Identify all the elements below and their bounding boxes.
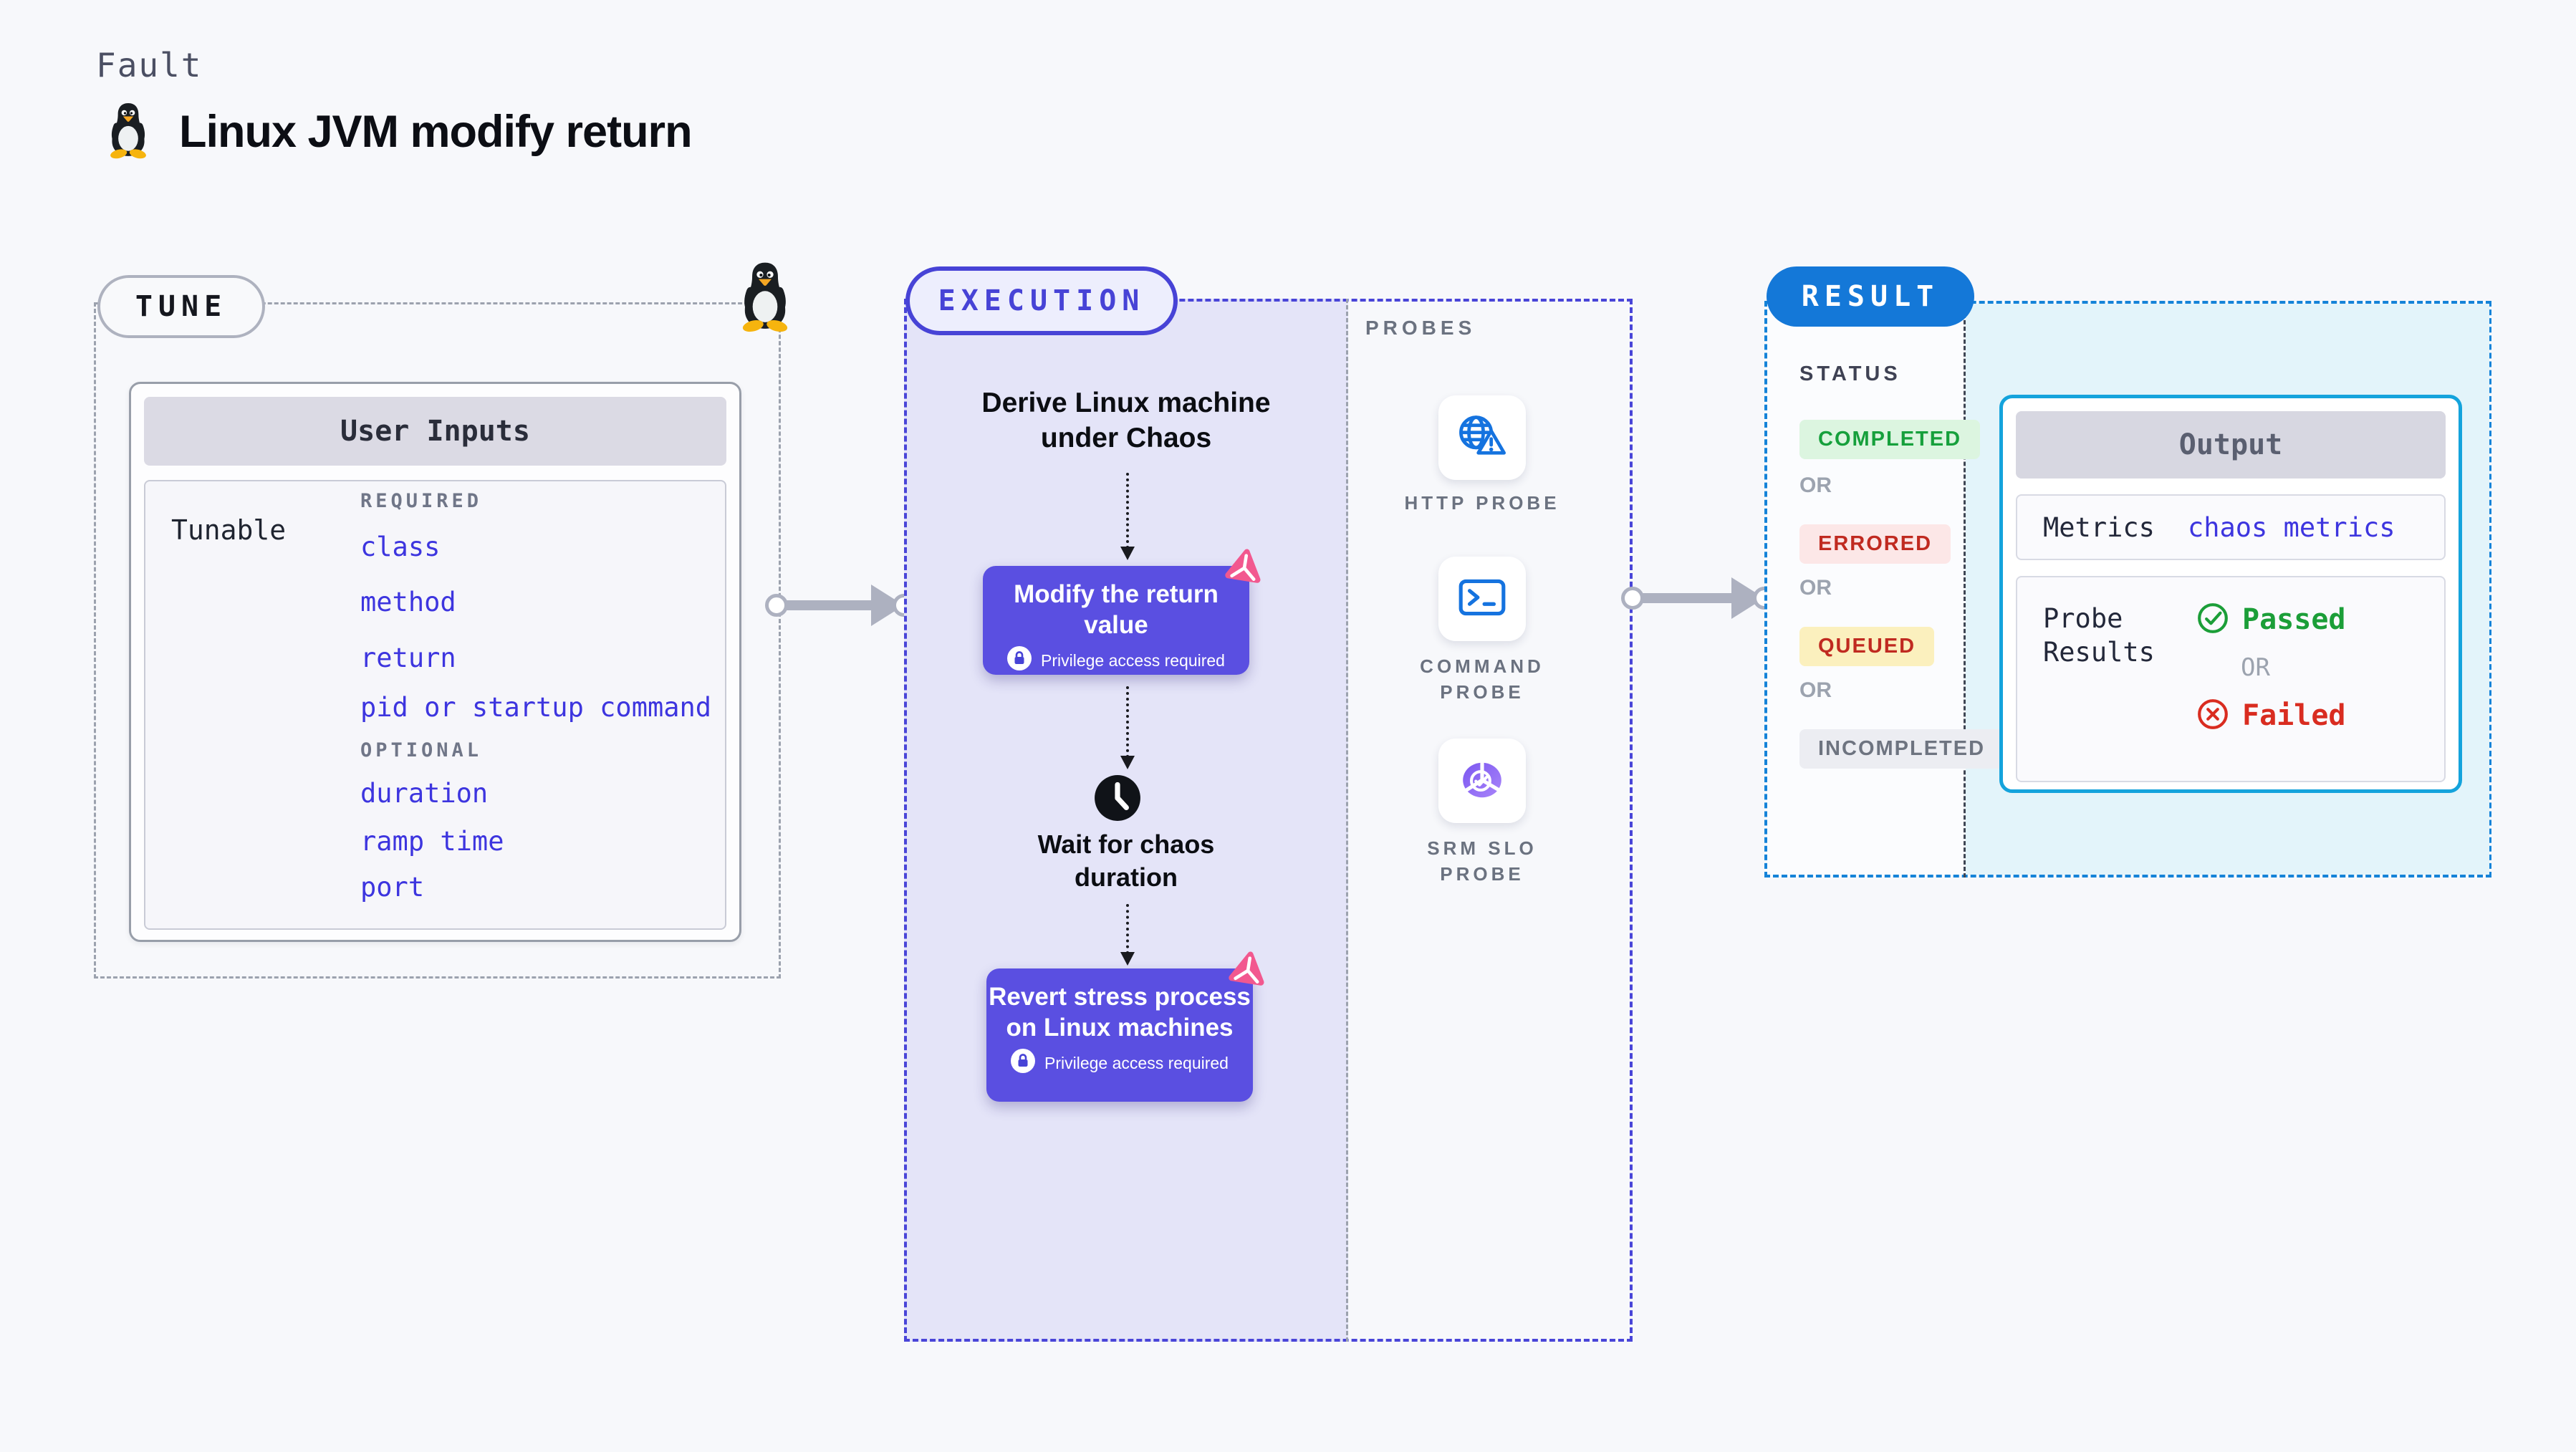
input-link-class[interactable]: class <box>360 532 441 562</box>
status-badge-completed: COMPLETED <box>1799 420 1981 459</box>
fault-node-title: Modify the return value <box>1014 580 1219 639</box>
privilege-text: Privilege access required <box>1041 650 1225 670</box>
chaos-metrics-link[interactable]: chaos metrics <box>2187 511 2395 543</box>
failed-row: Failed <box>2196 698 2346 734</box>
execution-entry-text: Derive Linux machine under Chaos <box>981 388 1271 453</box>
status-badge-queued: QUEUED <box>1799 627 1935 666</box>
execution-probes-divider <box>1346 299 1348 1342</box>
clock-icon <box>1093 774 1142 822</box>
output-header: Output <box>2016 411 2446 479</box>
input-link-method[interactable]: method <box>360 587 456 617</box>
input-link-pid-or-startup-command[interactable]: pid or startup command <box>360 692 712 723</box>
result-pill: RESULT <box>1767 266 1974 327</box>
tunable-box: Tunable REQUIRED class method return pid… <box>144 480 726 930</box>
input-link-ramp-time[interactable]: ramp time <box>360 826 504 857</box>
output-card: Output Metrics chaos metrics Probe Resul… <box>1999 395 2462 793</box>
chaos-pinwheel-icon <box>1218 542 1272 594</box>
command-probe-label: COMMAND PROBE <box>1420 655 1544 703</box>
execution-pill: EXECUTION <box>905 266 1178 335</box>
execution-panel-background <box>904 299 1348 1342</box>
input-link-return[interactable]: return <box>360 643 456 673</box>
fault-node-modify-return: Modify the return value Privilege access… <box>983 549 1261 675</box>
command-probe-card[interactable] <box>1438 557 1526 641</box>
status-heading: STATUS <box>1799 362 1901 385</box>
or-label: OR <box>1799 576 1832 600</box>
x-circle-icon <box>2196 698 2229 734</box>
probe-results-label: Probe Results <box>2043 603 2155 668</box>
tune-section-boundary <box>94 302 781 979</box>
tunable-row-label: Tunable <box>171 514 287 546</box>
result-status-divider <box>1964 301 1966 878</box>
tune-pill: TUNE <box>97 275 265 338</box>
status-badge-incompleted: INCOMPLETED <box>1799 729 2004 769</box>
metrics-label: Metrics <box>2043 511 2155 543</box>
optional-heading: OPTIONAL <box>360 739 483 761</box>
tune-to-execution-arrow <box>765 584 915 627</box>
input-link-port[interactable]: port <box>360 872 425 903</box>
linux-tux-icon <box>105 102 152 162</box>
terminal-icon <box>1456 574 1509 624</box>
revert-node-title: Revert stress process on Linux machines <box>989 983 1251 1042</box>
or-label: OR <box>2241 653 2270 682</box>
linux-tux-icon <box>734 261 797 332</box>
status-badge-errored: ERRORED <box>1799 524 1951 564</box>
passed-row: Passed <box>2196 602 2346 638</box>
failed-label: Failed <box>2242 699 2346 732</box>
check-circle-icon <box>2196 602 2229 638</box>
http-probe-label: HTTP PROBE <box>1404 492 1560 514</box>
flow-arrow-down <box>1120 686 1135 769</box>
wait-node-title: Wait for chaos duration <box>1037 830 1215 892</box>
input-link-duration[interactable]: duration <box>360 778 489 809</box>
user-inputs-card: User Inputs Tunable REQUIRED class metho… <box>129 382 741 942</box>
privilege-text: Privilege access required <box>1044 1053 1229 1072</box>
or-label: OR <box>1799 678 1832 702</box>
probes-heading: PROBES <box>1365 317 1476 339</box>
slo-gauge-icon <box>1455 756 1509 806</box>
page-title: Linux JVM modify return <box>179 107 693 157</box>
execution-to-result-arrow <box>1621 577 1776 620</box>
privilege-row: Privilege access required <box>983 646 1249 675</box>
lock-icon <box>1007 646 1032 675</box>
revert-node: Revert stress process on Linux machines … <box>986 951 1264 1102</box>
user-inputs-header: User Inputs <box>144 397 726 466</box>
passed-label: Passed <box>2242 603 2346 636</box>
fault-eyebrow-label: Fault <box>96 46 203 85</box>
http-probe-card[interactable] <box>1438 395 1526 480</box>
or-label: OR <box>1799 473 1832 497</box>
metrics-row: Metrics chaos metrics <box>2016 494 2446 560</box>
srm-slo-probe-card[interactable] <box>1438 739 1526 823</box>
globe-alert-icon <box>1455 412 1509 463</box>
flow-arrow-down <box>1120 904 1135 966</box>
flow-arrow-down <box>1120 473 1135 560</box>
lock-icon <box>1011 1049 1036 1077</box>
chaos-pinwheel-icon <box>1221 945 1275 996</box>
probe-results-row: Probe Results Passed OR <box>2016 576 2446 782</box>
execution-section-boundary <box>904 299 1633 1342</box>
required-heading: REQUIRED <box>360 490 483 512</box>
privilege-row: Privilege access required <box>986 1049 1253 1077</box>
page-title-row: Linux JVM modify return <box>105 102 693 162</box>
srm-slo-probe-label: SRM SLO PROBE <box>1427 837 1537 885</box>
